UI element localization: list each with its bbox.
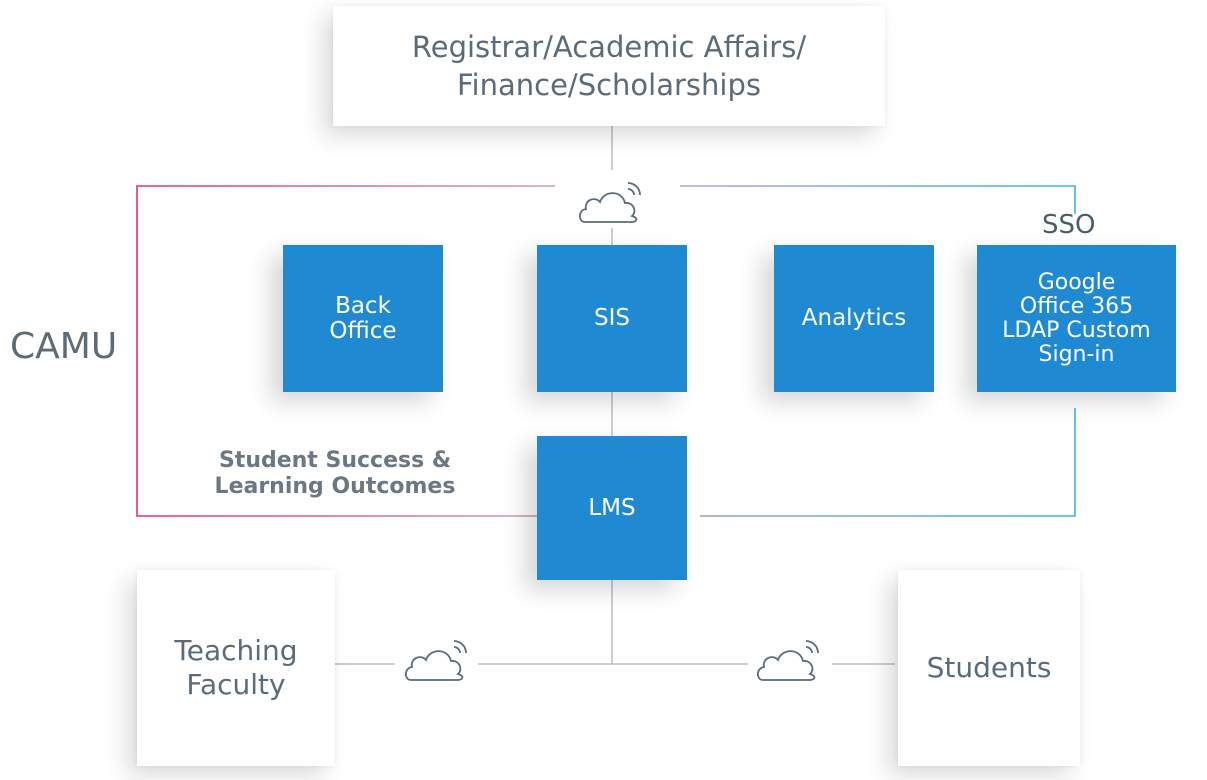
connector-cyan-top (680, 185, 1076, 214)
student-success-label: Student Success & Learning Outcomes (214, 448, 456, 499)
cloud-icon (404, 640, 467, 681)
registrar-label: Registrar/Academic Affairs/ Finance/Scho… (411, 30, 807, 102)
cloud-icon (756, 640, 819, 681)
camu-label: CAMU (10, 326, 118, 367)
teaching-faculty-label: Teaching Faculty (174, 634, 298, 701)
sso-box: Google Office 365 LDAP Custom Sign-in (977, 245, 1176, 392)
sso-label: SSO (1042, 210, 1096, 240)
analytics-box: Analytics (774, 245, 934, 392)
connector-cyan-bottom (700, 408, 1076, 517)
back-office-box: Back Office (283, 245, 443, 392)
students-label: Students (926, 651, 1052, 684)
connector-pink-loop (136, 185, 555, 517)
cloud-icon (578, 182, 641, 223)
sis-box: SIS (537, 245, 687, 392)
students-box: Students (898, 570, 1080, 766)
teaching-faculty-box: Teaching Faculty (137, 570, 335, 766)
registrar-box: Registrar/Academic Affairs/ Finance/Scho… (333, 6, 885, 126)
lms-box: LMS (537, 436, 687, 580)
